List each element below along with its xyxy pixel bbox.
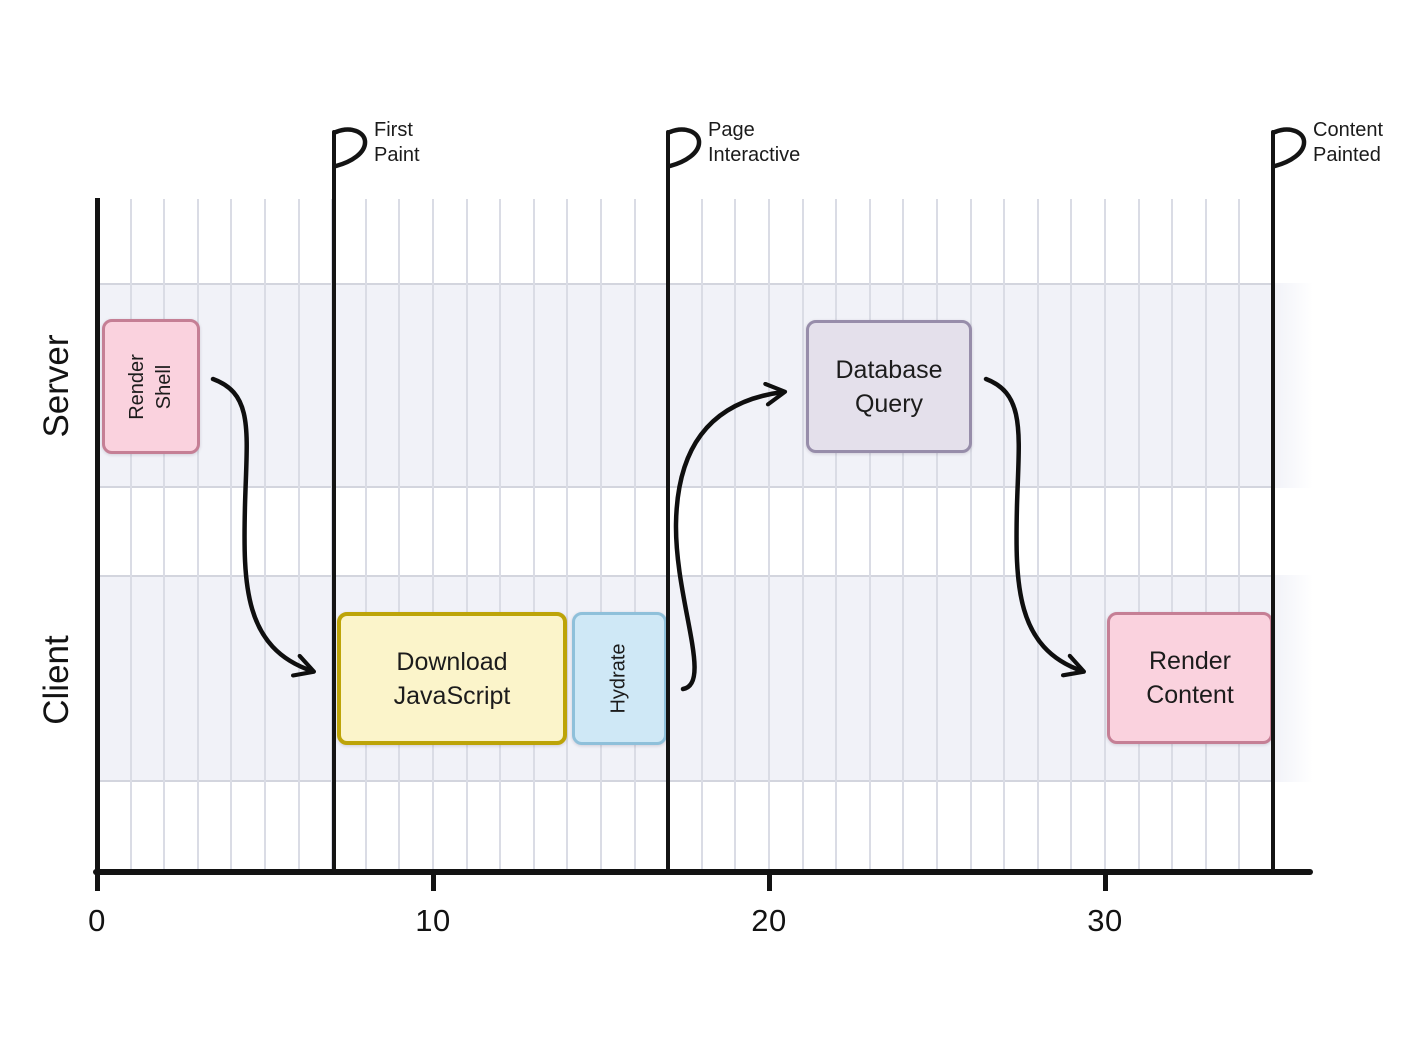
task-database-query-line2: Query	[854, 389, 924, 418]
x-tick-10	[431, 874, 436, 891]
gridline	[398, 199, 401, 869]
lane-label-client: Client	[37, 635, 76, 725]
task-render-content-label: Render Content	[1146, 644, 1234, 712]
x-tick-label-30: 30	[1087, 903, 1123, 938]
gridline	[465, 199, 468, 869]
gridline	[633, 199, 636, 869]
milestone-page-interactive-line1: Page	[708, 119, 755, 141]
x-tick-label-10: 10	[415, 903, 451, 938]
gridline	[432, 199, 434, 869]
milestone-content-painted-line1: Content	[1313, 119, 1384, 141]
gridline	[1036, 199, 1039, 869]
gridline	[129, 199, 132, 869]
task-render-content-line1: Render	[1149, 647, 1231, 675]
lane-label-server: Server	[37, 334, 76, 438]
gridline	[1003, 199, 1006, 869]
gridline	[1238, 199, 1241, 869]
client-lane-band	[97, 575, 1273, 782]
x-tick-20	[767, 874, 772, 891]
gridline	[499, 199, 502, 869]
milestone-content-painted-line2: Painted	[1313, 144, 1381, 166]
gridline	[600, 199, 602, 869]
task-database-query-line1: Database	[835, 355, 943, 384]
gridline	[936, 199, 938, 869]
gridline	[1204, 199, 1207, 869]
gridline	[364, 199, 367, 869]
milestone-first-paint-line2: Paint	[374, 144, 420, 166]
milestone-first-paint-line	[332, 130, 336, 872]
milestone-first-paint-label: First Paint	[374, 118, 554, 168]
server-lane-band-fade	[1273, 283, 1313, 488]
milestone-page-interactive-line2: Interactive	[708, 144, 801, 166]
flag-icon	[333, 127, 368, 169]
gridline	[1137, 199, 1140, 869]
gridline	[264, 199, 266, 869]
task-render-content: Render Content	[1107, 612, 1273, 744]
gridline	[1171, 199, 1174, 869]
gridline	[868, 199, 871, 869]
gridline	[734, 199, 737, 869]
gridline	[801, 199, 804, 869]
gridline	[196, 199, 199, 869]
milestone-content-painted-line	[1271, 130, 1275, 872]
task-database-query: Database Query	[806, 320, 972, 453]
task-render-shell-label: Render Shell	[124, 354, 178, 420]
milestone-page-interactive-label: Page Interactive	[708, 118, 888, 168]
gridline	[902, 199, 905, 869]
flag-icon	[667, 127, 702, 169]
x-tick-label-0: 0	[88, 903, 106, 938]
gridline	[163, 199, 166, 869]
task-hydrate-label: Hydrate	[608, 643, 630, 714]
task-render-content-line2: Content	[1146, 681, 1234, 709]
gridline	[566, 199, 569, 869]
gridline	[768, 199, 770, 869]
gridline	[532, 199, 535, 869]
task-download-javascript-line2: JavaScript	[393, 681, 511, 710]
y-axis-line	[95, 198, 100, 874]
milestone-page-interactive-line	[666, 130, 670, 872]
server-lane-band	[97, 283, 1273, 488]
task-download-javascript: Download JavaScript	[337, 612, 567, 745]
client-lane-band-fade	[1273, 575, 1313, 782]
gridline	[700, 199, 703, 869]
gridline	[230, 199, 233, 869]
milestone-first-paint-line1: First	[374, 119, 413, 141]
task-download-javascript-line1: Download	[396, 647, 508, 676]
x-axis-line	[93, 869, 1313, 875]
x-tick-0	[95, 874, 100, 891]
task-hydrate: Hydrate	[572, 612, 667, 745]
x-tick-label-20: 20	[751, 903, 787, 938]
x-tick-30	[1103, 874, 1108, 891]
task-render-shell-line2: Shell	[152, 364, 175, 409]
flag-icon	[1272, 127, 1307, 169]
gridline	[1070, 199, 1073, 869]
task-render-shell-line1: Render	[125, 353, 148, 420]
gridline	[297, 199, 300, 869]
milestone-content-painted-label: Content Painted	[1313, 118, 1420, 168]
gridline	[1104, 199, 1106, 869]
task-download-javascript-label: Download JavaScript	[394, 645, 511, 713]
task-render-shell: Render Shell	[102, 319, 200, 454]
gridline	[835, 199, 838, 869]
gridline	[969, 199, 972, 869]
task-database-query-label: Database Query	[835, 353, 942, 421]
